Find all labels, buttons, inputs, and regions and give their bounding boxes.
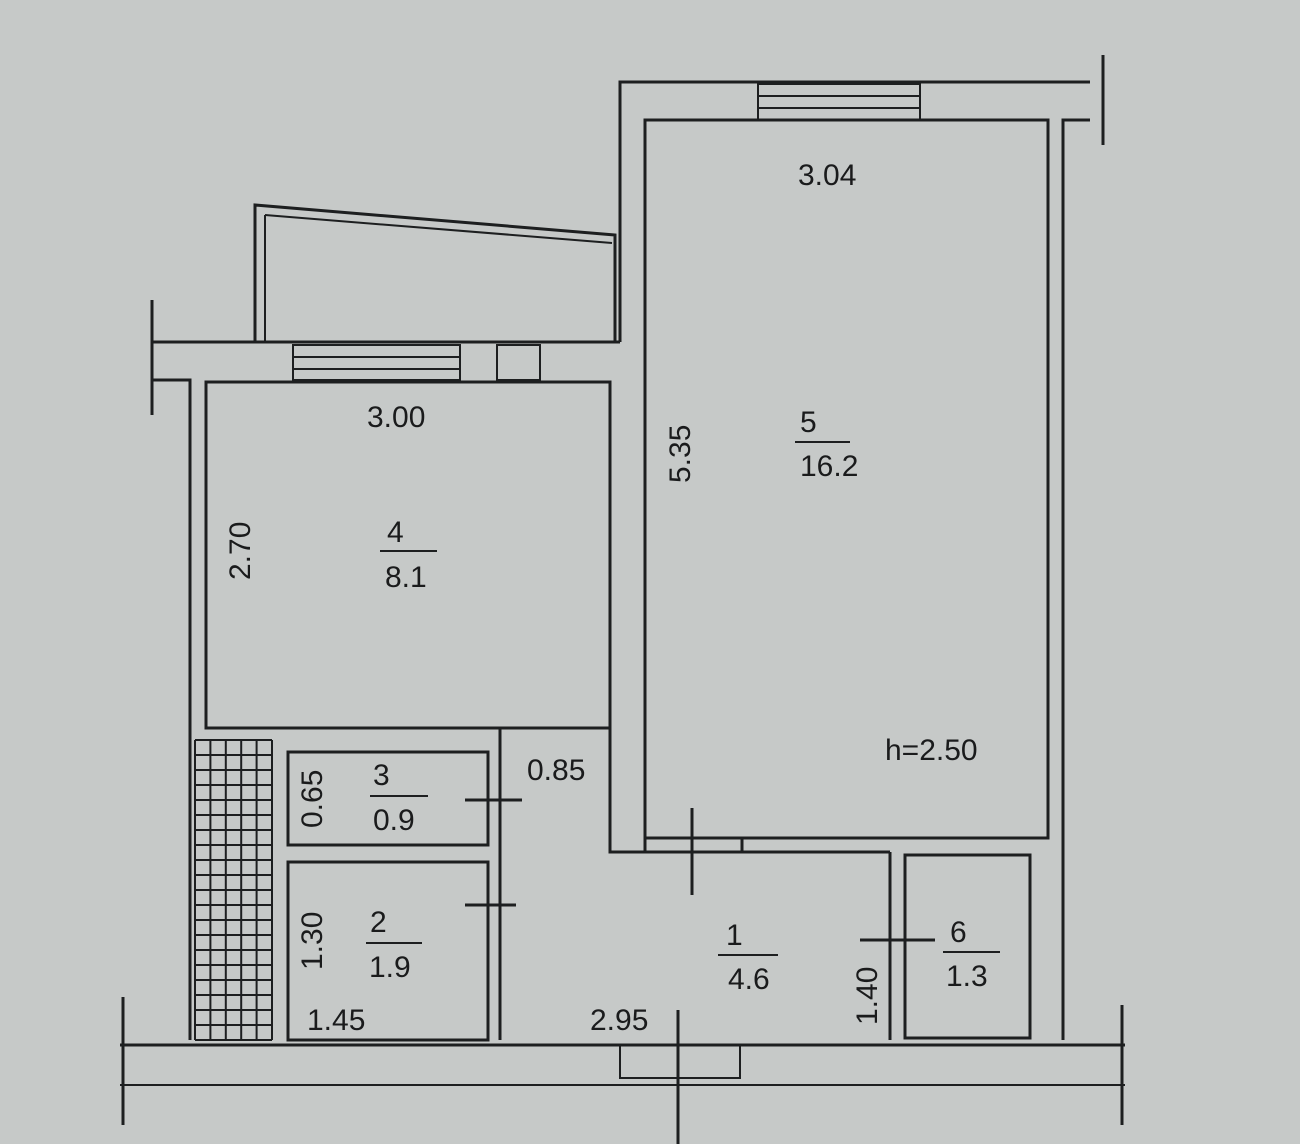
room-1-number: 1 bbox=[726, 919, 743, 952]
room-4: 3.00 2.70 4 8.1 bbox=[224, 401, 437, 594]
room-1: 0.85 1 4.6 2.95 bbox=[527, 754, 778, 1037]
balcony bbox=[253, 203, 617, 342]
corridor-width: 0.85 bbox=[527, 754, 585, 787]
ceiling-height: h=2.50 bbox=[885, 734, 978, 767]
room-4-width: 3.00 bbox=[367, 401, 425, 434]
room-6: 1.40 6 1.3 bbox=[851, 916, 1000, 1025]
room-5-length: 5.35 bbox=[664, 425, 697, 483]
room-4-number: 4 bbox=[387, 516, 404, 549]
room-2-width: 1.45 bbox=[307, 1004, 365, 1037]
room-6-number: 6 bbox=[950, 916, 967, 949]
room-1-area: 4.6 bbox=[728, 963, 770, 996]
room-3-area: 0.9 bbox=[373, 804, 415, 837]
room-6-length: 1.40 bbox=[851, 967, 884, 1025]
windows bbox=[292, 83, 921, 1079]
room-2-length: 1.30 bbox=[296, 912, 329, 970]
room-5: 3.04 5.35 5 16.2 h=2.50 bbox=[664, 159, 978, 767]
room-5-number: 5 bbox=[800, 406, 817, 439]
room-1-width: 2.95 bbox=[590, 1004, 648, 1037]
room-3-length: 0.65 bbox=[296, 770, 329, 828]
room-3: 0.65 3 0.9 bbox=[296, 759, 428, 837]
room-5-width: 3.04 bbox=[798, 159, 856, 192]
room-2-number: 2 bbox=[370, 906, 387, 939]
walls bbox=[120, 55, 1125, 1144]
room-2: 1.30 2 1.9 1.45 bbox=[296, 906, 422, 1037]
room-4-area: 8.1 bbox=[385, 561, 427, 594]
tile-grid bbox=[194, 739, 273, 1041]
room-3-number: 3 bbox=[373, 759, 390, 792]
room-4-length: 2.70 bbox=[224, 522, 257, 580]
room-5-area: 16.2 bbox=[800, 450, 858, 483]
room-6-area: 1.3 bbox=[946, 960, 988, 993]
room-2-area: 1.9 bbox=[369, 951, 411, 984]
